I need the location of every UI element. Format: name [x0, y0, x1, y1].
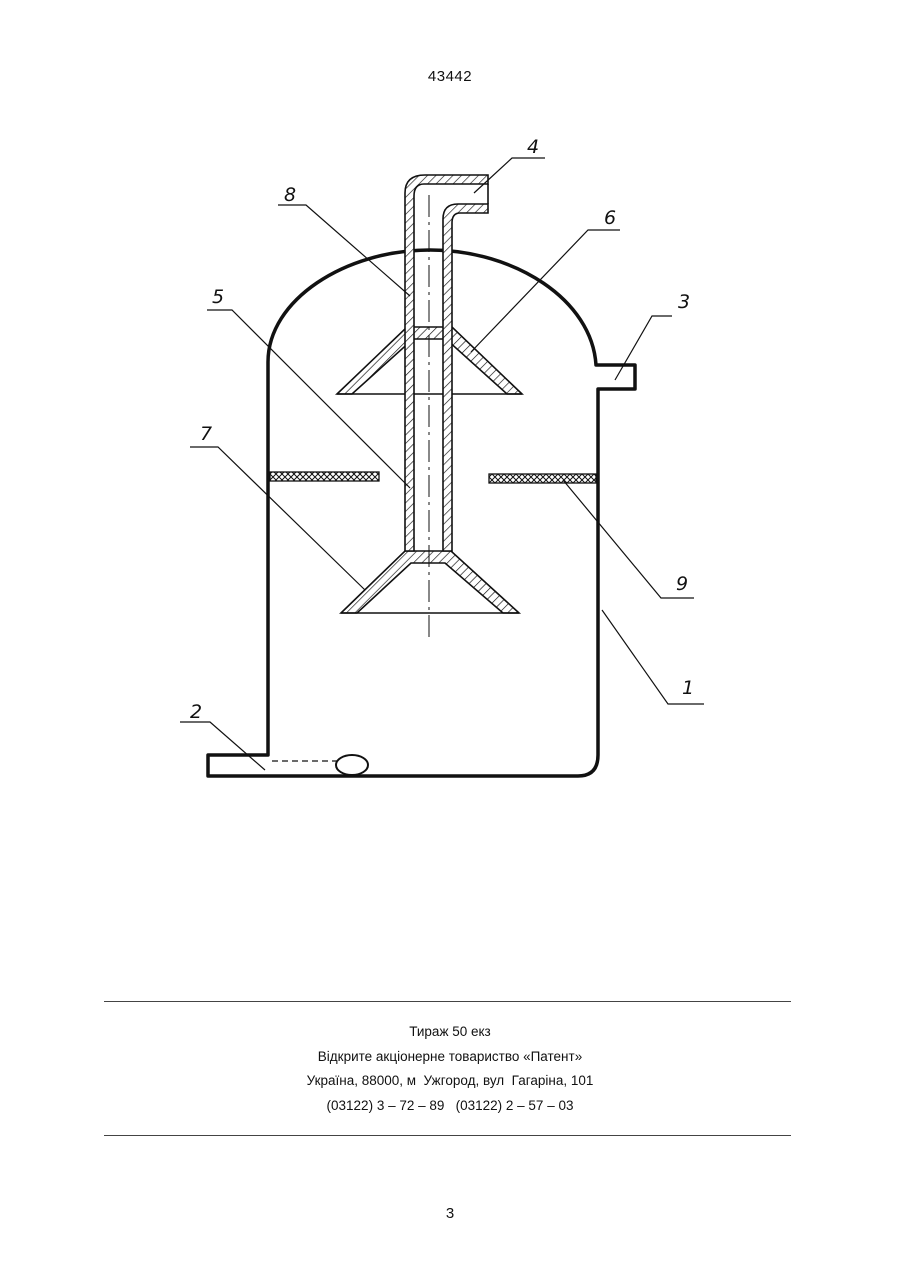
- label-4: 4: [527, 136, 539, 158]
- imprint-phones: (03122) 3 – 72 – 89 (03122) 2 – 57 – 03: [0, 1094, 900, 1119]
- label-1: 1: [682, 677, 694, 699]
- patent-drawing: 1 2 3 4 5 6 7 8 9: [0, 0, 900, 820]
- label-6: 6: [604, 207, 616, 229]
- label-3: 3: [678, 291, 690, 313]
- drain-plug: [336, 755, 368, 775]
- imprint-bottom-rule: [104, 1135, 791, 1136]
- imprint-block: Тираж 50 екз Відкрите акціонерне товарис…: [0, 1020, 900, 1118]
- label-5: 5: [212, 286, 224, 308]
- lower-cone: [341, 551, 519, 613]
- plate-right: [489, 474, 596, 483]
- plate-left: [270, 472, 379, 481]
- label-8: 8: [284, 184, 296, 206]
- imprint-publisher: Відкрите акціонерне товариство «Патент»: [0, 1045, 900, 1070]
- imprint-address: Україна, 88000, м Ужгород, вул Гагаріна,…: [0, 1069, 900, 1094]
- page-number: 3: [0, 1205, 900, 1222]
- label-7: 7: [200, 423, 212, 445]
- imprint-circulation: Тираж 50 екз: [0, 1020, 900, 1045]
- label-2: 2: [190, 701, 202, 723]
- label-9: 9: [676, 573, 688, 595]
- imprint-top-rule: [104, 1001, 791, 1002]
